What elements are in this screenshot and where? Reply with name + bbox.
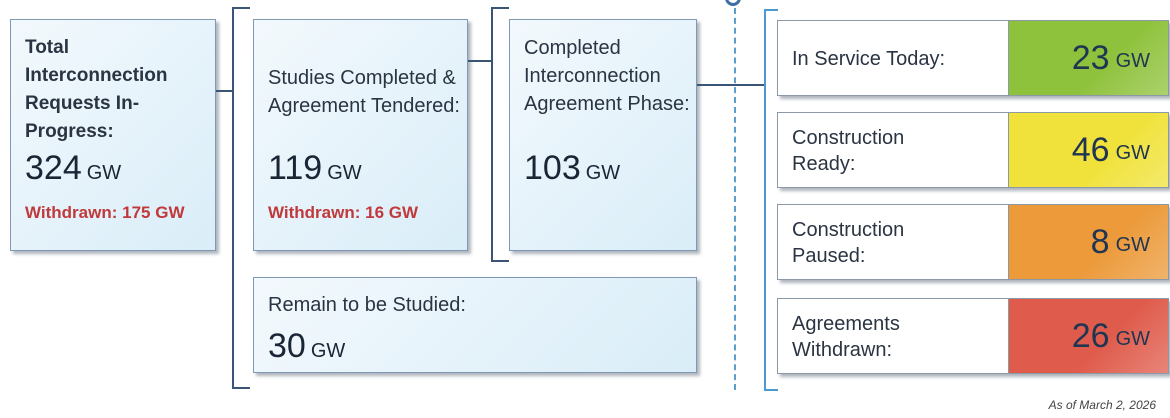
completed-value-unit: GW bbox=[585, 162, 621, 184]
total-withdrawn-unit: GW bbox=[155, 203, 185, 222]
studies-label: Studies Completed & Agreement Tendered: bbox=[268, 67, 460, 117]
bracket-left-top bbox=[232, 7, 250, 9]
connector-completed bbox=[697, 84, 764, 86]
total-withdrawn-label: Withdrawn: bbox=[25, 203, 118, 222]
studies-withdrawn-label: Withdrawn: bbox=[268, 203, 361, 222]
status-unit: GW bbox=[1115, 49, 1150, 72]
total-withdrawn: Withdrawn: 175 GW bbox=[25, 203, 185, 223]
status-value: 46 bbox=[1071, 130, 1110, 169]
status-unit: GW bbox=[1115, 233, 1150, 256]
status-value: 26 bbox=[1071, 316, 1110, 355]
bracket-left-vertical bbox=[232, 7, 234, 389]
remain-value-number: 30 bbox=[268, 327, 306, 365]
bracket-right-vertical bbox=[764, 9, 766, 391]
completed-phase-label: Completed Interconnection Agreement Phas… bbox=[524, 37, 690, 115]
remain-value-unit: GW bbox=[310, 340, 346, 362]
status-unit: GW bbox=[1115, 327, 1150, 350]
bracket-right-bottom bbox=[764, 389, 778, 391]
total-value-unit: GW bbox=[86, 162, 122, 184]
bracket-mid-vertical bbox=[491, 7, 493, 262]
studies-value-number: 119 bbox=[268, 149, 323, 187]
total-requests-label: Total Interconnection Requests In-Progre… bbox=[25, 37, 168, 142]
dashed-divider bbox=[734, 8, 736, 390]
bracket-left-bottom bbox=[232, 387, 250, 389]
studies-withdrawn: Withdrawn: 16 GW bbox=[268, 203, 418, 223]
studies-withdrawn-unit: GW bbox=[388, 203, 419, 222]
status-unit: GW bbox=[1115, 141, 1150, 164]
connector-total bbox=[216, 90, 232, 92]
completed-value-number: 103 bbox=[524, 149, 581, 187]
studies-value-unit: GW bbox=[327, 162, 362, 184]
total-requests-box: Total Interconnection Requests In-Progre… bbox=[10, 19, 216, 251]
remain-studied-label: Remain to be Studied: bbox=[268, 294, 466, 316]
total-value-number: 324 bbox=[25, 149, 82, 187]
status-label: Construction Paused: bbox=[792, 219, 905, 267]
status-label: Agreements Withdrawn: bbox=[792, 313, 900, 361]
studies-box: Studies Completed & Agreement Tendered: … bbox=[253, 19, 468, 251]
status-value: 23 bbox=[1071, 38, 1110, 77]
status-value: 8 bbox=[1090, 222, 1110, 261]
connector-studies bbox=[468, 60, 492, 62]
studies-withdrawn-value: 16 bbox=[365, 203, 385, 222]
status-label: Construction Ready: bbox=[792, 127, 905, 175]
divider-marker-icon bbox=[725, 0, 741, 6]
bracket-mid-bottom bbox=[491, 260, 509, 262]
as-of-date: As of March 2, 2026 bbox=[1048, 398, 1156, 412]
status-label: In Service Today: bbox=[792, 48, 946, 70]
bracket-mid-top bbox=[491, 7, 509, 9]
bracket-right-top bbox=[764, 9, 778, 11]
completed-phase-box: Completed Interconnection Agreement Phas… bbox=[509, 19, 697, 251]
total-withdrawn-value: 175 bbox=[122, 203, 151, 222]
